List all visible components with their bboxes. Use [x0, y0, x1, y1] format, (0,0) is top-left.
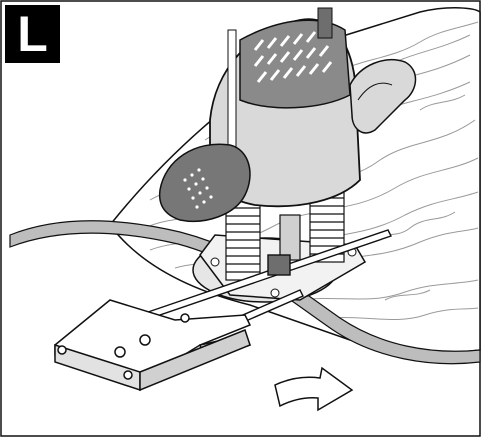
- router-bit-collet: [279, 214, 301, 261]
- router-motor-housing: [209, 7, 361, 208]
- guide-clamp-knob: [267, 254, 291, 276]
- depth-rod: [227, 29, 237, 151]
- left-spring: [225, 199, 261, 281]
- housing-vents: [253, 31, 333, 83]
- depth-stop: [317, 7, 333, 39]
- router-handle-right: [349, 59, 417, 134]
- power-cord: [9, 220, 481, 365]
- panel-label: L: [5, 5, 60, 63]
- router-handle-left: [158, 143, 251, 222]
- parallel-guide-fence: [54, 299, 252, 392]
- feed-direction-arrow-icon: [274, 366, 354, 412]
